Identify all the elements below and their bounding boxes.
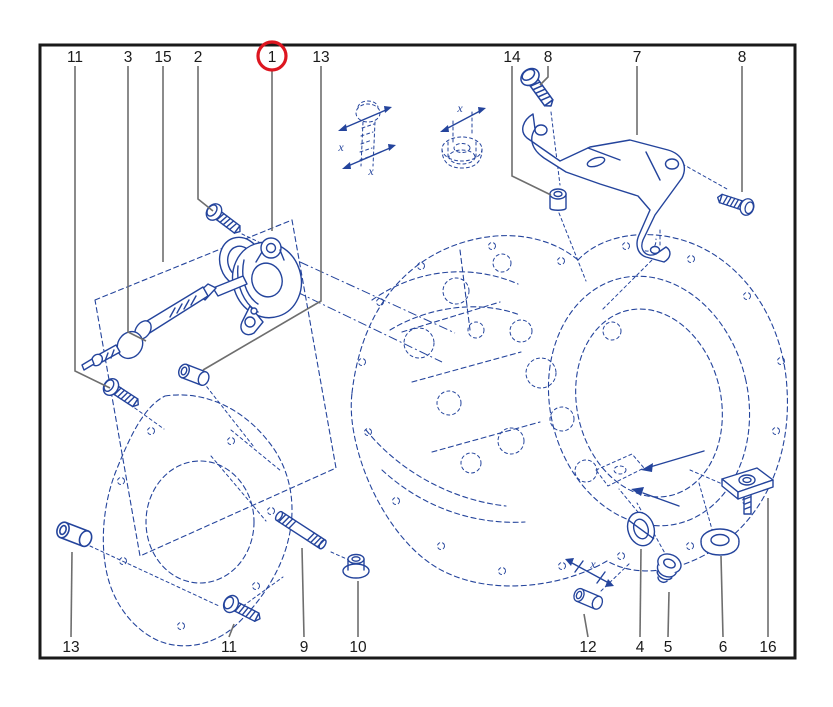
dimension-x-label: x xyxy=(367,164,374,178)
callout-8-top[interactable]: 8 xyxy=(738,49,747,66)
leader-line-13 xyxy=(202,66,322,371)
leader-line-11 xyxy=(228,623,235,638)
washer-6 xyxy=(700,528,740,556)
dimension-x-label: x xyxy=(589,557,596,571)
seal-washer-4 xyxy=(626,511,656,547)
callout-13-bottom[interactable]: 13 xyxy=(62,639,79,656)
highlight-marks xyxy=(256,40,288,72)
callout-3-top[interactable]: 3 xyxy=(124,49,133,66)
gearbox-housing-outline xyxy=(350,229,788,587)
callout-4-bottom[interactable]: 4 xyxy=(636,639,645,656)
bolt-dimension-icon: x x xyxy=(337,100,396,178)
callout-2-top[interactable]: 2 xyxy=(194,49,203,66)
stud-9 xyxy=(274,510,327,550)
leader-line-8 xyxy=(539,66,549,86)
housing-bolt-holes xyxy=(358,242,785,575)
leader-line-11 xyxy=(74,66,111,389)
highlight-circle-part-1 xyxy=(256,40,288,72)
cover-plate-outline xyxy=(102,394,293,647)
bolt-2 xyxy=(202,200,246,240)
bracket-7 xyxy=(522,113,686,263)
release-bearing-assembly xyxy=(81,236,303,371)
callout-10-bottom[interactable]: 10 xyxy=(349,639,367,656)
leader-line-3 xyxy=(127,66,147,342)
callout-7-top[interactable]: 7 xyxy=(633,49,642,66)
housing-bosses xyxy=(403,253,622,483)
callout-5-bottom[interactable]: 5 xyxy=(664,639,673,656)
callout-11-top[interactable]: 11 xyxy=(67,49,83,66)
leader-line-5 xyxy=(667,591,670,638)
leader-lines xyxy=(70,66,769,638)
bolt-8-top xyxy=(516,64,560,113)
leader-line-6 xyxy=(720,555,724,638)
callout-11-bottom[interactable]: 11 xyxy=(221,639,237,656)
bushing-13-top xyxy=(176,361,212,388)
leader-line-14 xyxy=(511,66,552,196)
diagram-frame xyxy=(38,43,797,660)
dowel-dimension-icon: x xyxy=(565,557,614,587)
dimension-x-label: x xyxy=(456,101,463,115)
drain-boss xyxy=(595,453,645,487)
callout-12-bottom[interactable]: 12 xyxy=(579,639,596,656)
clutch-pipe xyxy=(81,275,248,371)
callout-1-top[interactable]: 1 xyxy=(268,49,277,66)
nut-dimension-icon: x xyxy=(440,101,486,169)
callout-15-top[interactable]: 15 xyxy=(154,49,171,66)
flange-nut-10 xyxy=(342,553,370,579)
leader-line-2 xyxy=(197,66,214,212)
leader-line-4 xyxy=(639,548,642,638)
callout-14-top[interactable]: 14 xyxy=(503,49,521,66)
bolt-8-right xyxy=(714,188,757,218)
damper-14 xyxy=(549,188,567,211)
callout-13-top[interactable]: 13 xyxy=(312,49,329,66)
callout-6-bottom[interactable]: 6 xyxy=(719,639,728,656)
bolt-11-bottom xyxy=(220,592,265,628)
drain-plug-5 xyxy=(656,553,682,583)
dowel-12 xyxy=(571,586,605,612)
dowel-13-bottom xyxy=(53,519,95,550)
housing-top-clip xyxy=(637,229,661,252)
bolt-11-top xyxy=(99,375,144,413)
mounting-plane-outline xyxy=(94,219,456,557)
location-arrows xyxy=(631,450,705,507)
leader-line-13 xyxy=(70,551,73,638)
nut-plate-16 xyxy=(721,467,774,515)
dimension-x-label: x xyxy=(337,140,344,154)
leader-line-9 xyxy=(301,547,305,638)
callout-8-top[interactable]: 8 xyxy=(544,49,553,66)
callout-16-bottom[interactable]: 16 xyxy=(759,639,776,656)
callout-9-bottom[interactable]: 9 xyxy=(300,639,309,656)
leader-line-12 xyxy=(583,613,589,638)
